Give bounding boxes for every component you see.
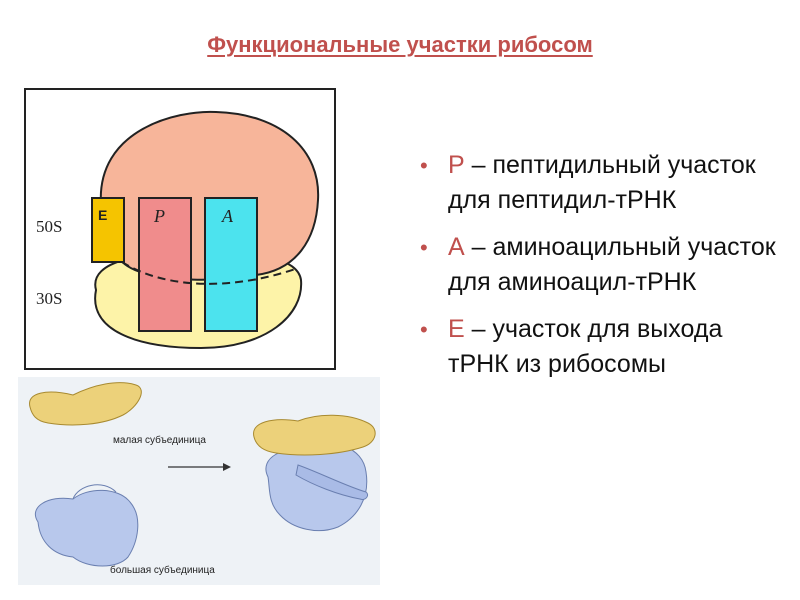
subunit-assembly-diagram: малая субъединица большая субъединица: [18, 377, 380, 585]
bullet-icon: •: [420, 317, 428, 342]
site-a-label: A: [221, 206, 234, 226]
site-text: – пептидильный участок для пептидил-тРНК: [448, 151, 756, 214]
assembled-small-subunit: [253, 414, 376, 456]
site-letter: Е: [448, 315, 465, 343]
assembled-rna-tongue: [295, 464, 369, 500]
site-p-label: P: [153, 206, 165, 226]
subunit-boundary-line: [121, 261, 299, 285]
small-subunit-shape-left: [29, 382, 142, 426]
site-description-a: • А – аминоацильный участок для аминоацил…: [420, 230, 790, 300]
site-descriptions-list: • Р – пептидильный участок для пептидил-т…: [420, 148, 790, 394]
caption-small-subunit: малая субъединица: [113, 434, 206, 446]
site-description-e: • Е – участок для выхода тРНК из рибосомы: [420, 312, 790, 382]
site-description-p: • Р – пептидильный участок для пептидил-т…: [420, 148, 790, 218]
label-30s: 30S: [36, 289, 62, 308]
arrow-head: [223, 463, 231, 471]
site-text: – аминоацильный участок для аминоацил-тР…: [448, 233, 776, 296]
large-subunit-shape-left: [35, 489, 139, 567]
site-e-label: E: [98, 207, 107, 223]
site-text: – участок для выхода тРНК из рибосомы: [448, 315, 723, 378]
bullet-icon: •: [420, 235, 428, 260]
site-p-box: [138, 197, 192, 332]
site-letter: Р: [448, 151, 465, 179]
bullet-icon: •: [420, 153, 428, 178]
caption-large-subunit: большая субъединица: [110, 564, 215, 576]
site-a-box: [204, 197, 258, 332]
site-e-box: [91, 197, 125, 263]
site-letter: А: [448, 233, 465, 261]
label-50s: 50S: [36, 217, 62, 236]
slide-title: Функциональные участки рибосом: [207, 32, 593, 57]
large-subunit-arm-left: [72, 484, 117, 500]
ribosome-site-diagram: E P A 50S 30S: [24, 88, 336, 370]
